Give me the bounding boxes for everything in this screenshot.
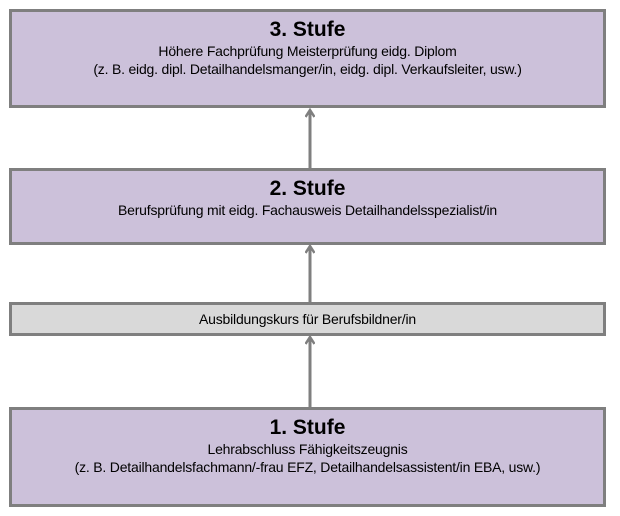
- stage-2-title: 2. Stufe: [269, 177, 346, 200]
- stage-1-box: 1. Stufe Lehrabschluss Fähigkeitszeugnis…: [9, 407, 606, 507]
- stage-3-box: 3. Stufe Höhere Fachprüfung Meisterprüfu…: [9, 9, 606, 108]
- stage-1-description: Lehrabschluss Fähigkeitszeugnis: [207, 441, 408, 457]
- stage-3-title: 3. Stufe: [269, 18, 346, 41]
- stage-1-examples: (z. B. Detailhandelsfachmann/-frau EFZ, …: [74, 459, 541, 475]
- arrow-up-icon: [305, 244, 315, 302]
- arrow-up-icon: [305, 335, 315, 407]
- stage-3-description: Höhere Fachprüfung Meisterprüfung eidg. …: [158, 43, 457, 59]
- training-course-box: Ausbildungskurs für Berufsbildner/in: [9, 302, 606, 336]
- stage-3-examples: (z. B. eidg. dipl. Detailhandelsmanger/i…: [93, 61, 522, 77]
- training-course-label: Ausbildungskurs für Berufsbildner/in: [199, 311, 416, 327]
- stage-2-box: 2. Stufe Berufsprüfung mit eidg. Fachaus…: [9, 168, 606, 245]
- stage-1-title: 1. Stufe: [269, 416, 346, 439]
- stage-2-description: Berufsprüfung mit eidg. Fachausweis Deta…: [117, 202, 498, 218]
- arrow-up-icon: [305, 108, 315, 169]
